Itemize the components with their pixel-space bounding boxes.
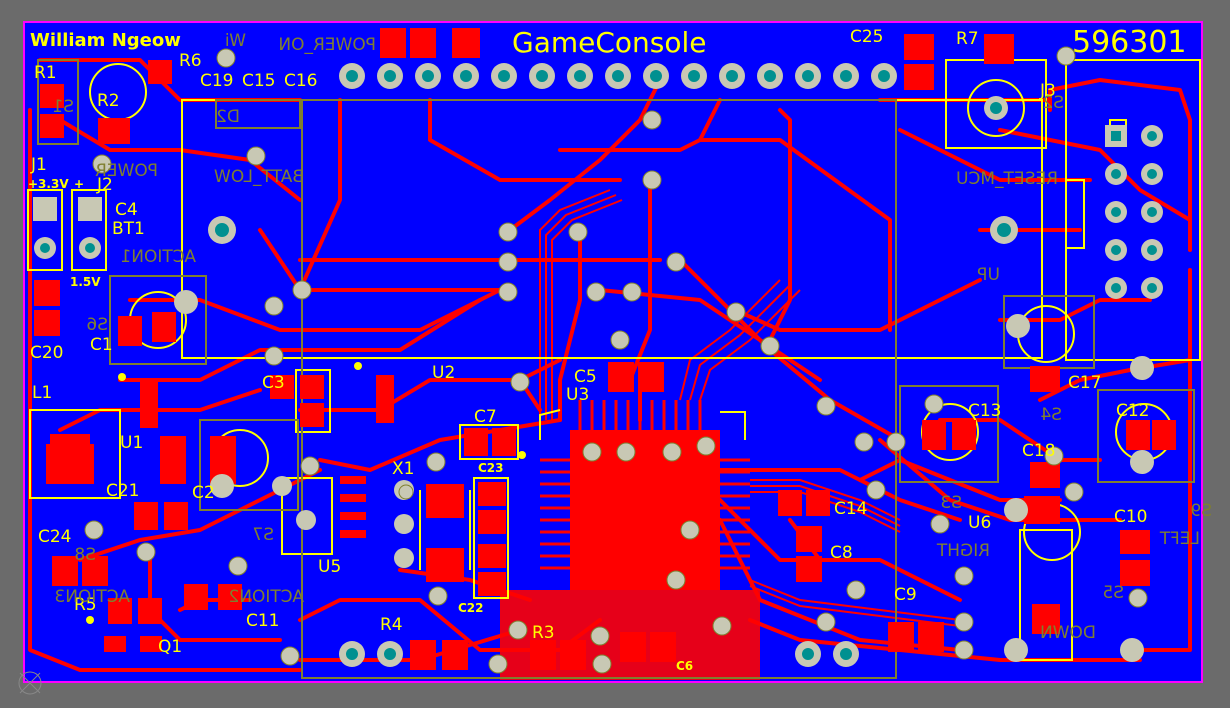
label-C25: C25: [850, 27, 884, 47]
label-C5: C5: [574, 367, 597, 387]
label-action3: ACTION3: [54, 587, 130, 607]
label-C20: C20: [30, 343, 64, 363]
label-C10: C10: [1114, 507, 1148, 527]
label-C1: C1: [90, 335, 113, 355]
label-C13: C13: [968, 401, 1002, 421]
label-BT1: BT1: [112, 219, 145, 239]
board-id: 596301: [1072, 25, 1187, 60]
label-left: LEFT: [1159, 529, 1200, 549]
vias: [84, 46, 1148, 674]
through-hole-drills: [40, 70, 1157, 660]
bottom-layer-labels: POWER_ON Wi D2 S1 POWER BATT_LOW ACTION1…: [52, 31, 1212, 643]
label-C6: C6: [676, 659, 693, 673]
label-C8: C8: [830, 543, 853, 563]
label-C3: C3: [262, 373, 285, 393]
label-U1: U1: [120, 433, 143, 453]
label-power-on: POWER_ON: [278, 35, 376, 55]
mcu-pins: [540, 400, 750, 570]
smd-pads: [34, 28, 1176, 670]
label-down: DOWN: [1040, 623, 1096, 643]
label-action2: ACTION2: [228, 587, 304, 607]
label-J2: J2: [96, 175, 113, 195]
label-C2: C2: [192, 483, 215, 503]
label-s7: S7: [252, 525, 274, 545]
label-J3: J3: [1039, 81, 1056, 101]
label-s6: S6: [86, 315, 108, 335]
label-R1: R1: [34, 63, 57, 83]
label-power: POWER: [95, 161, 158, 181]
label-C9: C9: [894, 585, 917, 605]
label-plus: +: [74, 177, 84, 191]
label-C19: C19: [200, 71, 234, 91]
label-C22: C22: [458, 601, 484, 615]
author-name: William Ngeow: [30, 30, 181, 51]
label-reset-mcu: RESET_MCU: [956, 169, 1058, 189]
label-C21: C21: [106, 481, 140, 501]
label-U3: U3: [566, 385, 589, 405]
label-U2: U2: [432, 363, 455, 383]
label-s4: S4: [1040, 405, 1062, 425]
designators: R1 R2 R6 C19 C15 C16 C25 R7 J3 J1 J2 C4 …: [30, 27, 1150, 657]
label-R7: R7: [956, 29, 979, 49]
label-R5: R5: [74, 595, 97, 615]
label-C4: C4: [115, 200, 138, 220]
mcu-pour: [570, 430, 720, 590]
label-s5: S5: [1102, 583, 1124, 603]
label-C18: C18: [1022, 441, 1056, 461]
label-wi: Wi: [225, 31, 246, 51]
label-R3: R3: [532, 623, 555, 643]
label-L1: L1: [32, 383, 52, 403]
label-C11: C11: [246, 611, 280, 631]
label-R2: R2: [97, 91, 120, 111]
label-s8: S8: [74, 545, 96, 565]
label-v15: 1.5V: [70, 275, 101, 289]
label-C7: C7: [474, 407, 497, 427]
label-C12: C12: [1116, 401, 1150, 421]
pin1-markers: [86, 362, 526, 624]
label-U6: U6: [968, 513, 991, 533]
label-d2: D2: [216, 107, 240, 127]
label-C24: C24: [38, 527, 72, 547]
label-C15: C15: [242, 71, 276, 91]
label-J1: J1: [30, 155, 47, 175]
label-Q1: Q1: [158, 637, 182, 657]
label-s1: S1: [52, 97, 74, 117]
label-right: RIGHT: [936, 541, 990, 561]
label-C17: C17: [1068, 373, 1102, 393]
label-s3: S3: [940, 493, 962, 513]
origin-marker: [18, 671, 42, 695]
label-v33: +3.3V: [28, 177, 69, 191]
label-s2: S2: [1042, 93, 1064, 113]
label-X1: X1: [392, 459, 414, 479]
label-batt-low: BATT_LOW: [214, 167, 304, 187]
label-action1: ACTION1: [120, 247, 196, 267]
label-R4: R4: [380, 615, 403, 635]
label-C23: C23: [478, 461, 504, 475]
label-U5: U5: [318, 557, 341, 577]
label-up: UP: [977, 265, 1000, 285]
label-C16: C16: [284, 71, 318, 91]
small-designators: +3.3V + 1.5V C23 C22 C6: [28, 177, 693, 673]
label-s9: S9: [1190, 501, 1212, 521]
label-C14: C14: [834, 499, 868, 519]
label-R6: R6: [179, 51, 202, 71]
board-title: GameConsole: [512, 26, 707, 59]
